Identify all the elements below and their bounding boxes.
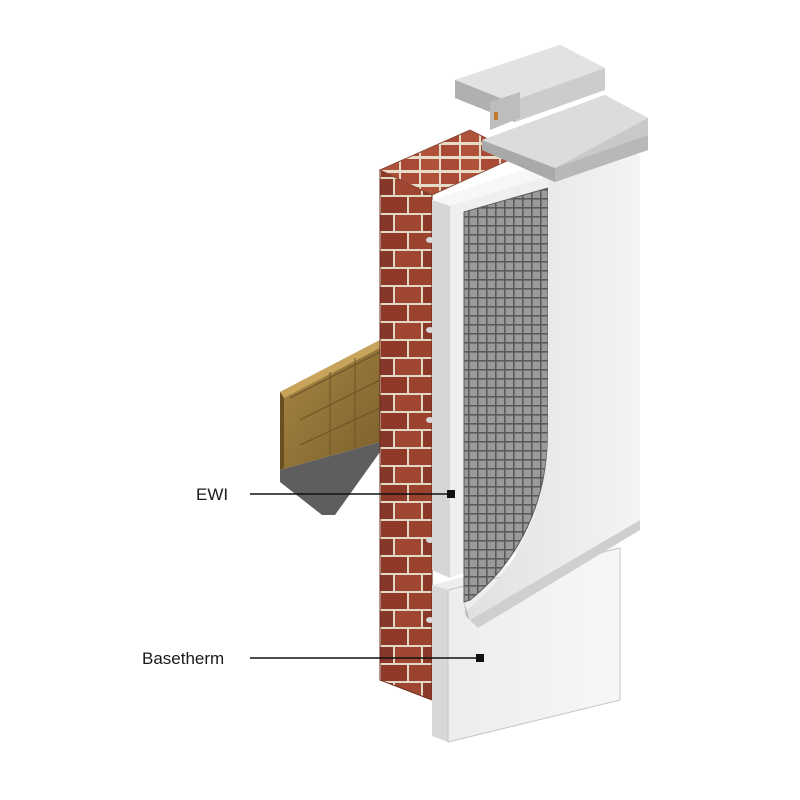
ewi-leader-marker — [447, 490, 455, 498]
timber-floor — [280, 340, 381, 515]
coping-stone — [455, 45, 648, 182]
basetherm-leader-marker — [476, 654, 484, 662]
render-finish — [464, 150, 640, 628]
ewi-label: EWI — [196, 485, 229, 504]
basetherm-label: Basetherm — [142, 649, 225, 668]
reinforcement-mesh — [463, 187, 549, 603]
callout-leaders — [250, 490, 484, 662]
